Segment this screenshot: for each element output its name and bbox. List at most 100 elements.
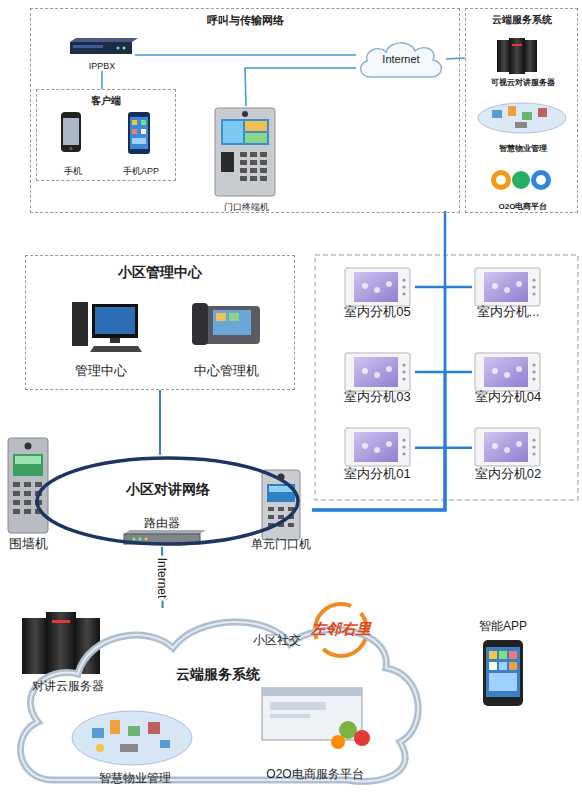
art-part — [141, 129, 146, 134]
art-part — [354, 730, 370, 746]
art-part — [92, 728, 104, 738]
intercom-server-icon — [22, 612, 100, 676]
art-part — [35, 482, 42, 487]
node-label: 云端服务系统 — [466, 14, 577, 26]
art-part — [70, 42, 132, 54]
art-part — [475, 428, 540, 466]
group-frame: 云端服务系统可视云对讲服务器智慧物业管理O2O电商平台 — [465, 8, 578, 213]
connector-line — [312, 372, 445, 510]
art-part — [229, 313, 239, 321]
cloud-server-icon — [497, 38, 537, 74]
connector-line — [312, 287, 445, 510]
art-part — [52, 620, 70, 623]
art-part — [92, 304, 138, 338]
node-label: 手机 — [52, 166, 94, 176]
phone-icon — [61, 112, 81, 152]
device-node: 室内分机02 — [472, 425, 544, 482]
art-part — [240, 176, 247, 181]
art-part — [13, 509, 20, 514]
smart-phone-icon — [483, 640, 523, 706]
device-node: 手机 — [52, 112, 94, 176]
art-part — [24, 509, 31, 514]
art-part — [124, 530, 206, 534]
o2o-platform-icon — [491, 170, 551, 190]
art-part — [475, 353, 540, 391]
node-label: Internet — [356, 53, 446, 66]
art-part — [491, 170, 511, 190]
art-part — [512, 44, 522, 46]
art-part — [260, 176, 267, 181]
device-node: 室内分机05 — [340, 265, 415, 320]
art-part — [499, 651, 507, 659]
device-node: 室内分机04 — [472, 350, 544, 405]
device-node: 室内分机... — [472, 265, 544, 320]
art-part — [489, 651, 497, 659]
art-part — [15, 456, 41, 464]
art-part — [139, 538, 142, 541]
property-management-icon — [72, 711, 192, 765]
art-part — [531, 170, 551, 190]
node-label: 呼叫与传输网络 — [31, 14, 459, 27]
device-node: 路由器 — [122, 517, 202, 547]
node-label: O2O电商平台 — [469, 202, 577, 211]
connector-line — [446, 58, 465, 59]
art-part — [240, 152, 247, 157]
text-node: 小区社交 — [248, 630, 306, 652]
bus-wire — [444, 211, 447, 290]
art-part — [509, 651, 517, 659]
art-part — [250, 168, 257, 173]
node-label: 智慧物业管理 — [469, 144, 577, 153]
art-part — [508, 106, 516, 116]
art-part — [478, 103, 566, 133]
connector-line — [135, 54, 356, 56]
node-label: 围墙机 — [2, 537, 54, 552]
device-node: O2O电商平台 — [469, 161, 577, 211]
node-label: O2O电商服务平台 — [235, 768, 395, 782]
node-label: 手机APP — [112, 166, 170, 176]
art-part — [496, 175, 506, 185]
device-node: O2O电商服务平台 — [235, 686, 395, 782]
art-part — [538, 108, 547, 117]
art-part — [90, 346, 142, 352]
art-part — [123, 47, 126, 50]
connector-line — [101, 71, 103, 89]
device-node: 门口终端机 — [206, 106, 286, 212]
property-management-icon — [478, 103, 566, 133]
device-node: 围墙机 — [2, 436, 54, 552]
art-part — [22, 618, 48, 674]
art-part — [240, 160, 247, 165]
node-label: 小区对讲网络 — [35, 481, 300, 497]
art-part — [522, 112, 532, 120]
node-label: 客户端 — [37, 95, 175, 107]
art-part — [250, 152, 257, 157]
art-part — [536, 175, 546, 185]
art-part — [512, 171, 530, 189]
node-label: IPPBX — [69, 61, 135, 71]
art-part — [160, 740, 170, 748]
node-label: 单元门口机 — [250, 538, 312, 552]
art-part — [128, 726, 140, 736]
ippbx-icon — [70, 38, 138, 54]
cloud-outline — [20, 622, 418, 782]
device-node: 智能APP — [462, 620, 544, 710]
art-part — [497, 40, 511, 72]
art-part — [13, 500, 20, 505]
wall-station-icon — [8, 438, 48, 533]
pc-icon — [72, 302, 142, 352]
art-part — [24, 500, 31, 505]
art-part — [240, 168, 247, 173]
art-part — [133, 538, 136, 541]
art-part — [499, 662, 507, 670]
art-part — [117, 47, 120, 50]
art-part — [141, 120, 146, 125]
node-label: 智慧物业管理 — [70, 772, 200, 786]
art-part — [24, 491, 31, 496]
art-part — [260, 152, 267, 157]
art-part — [250, 160, 257, 165]
art-part — [13, 454, 43, 476]
art-part — [46, 612, 76, 676]
art-part — [110, 338, 120, 343]
device-node: 室内分机01 — [340, 425, 415, 482]
ellipse-outline — [35, 455, 300, 547]
